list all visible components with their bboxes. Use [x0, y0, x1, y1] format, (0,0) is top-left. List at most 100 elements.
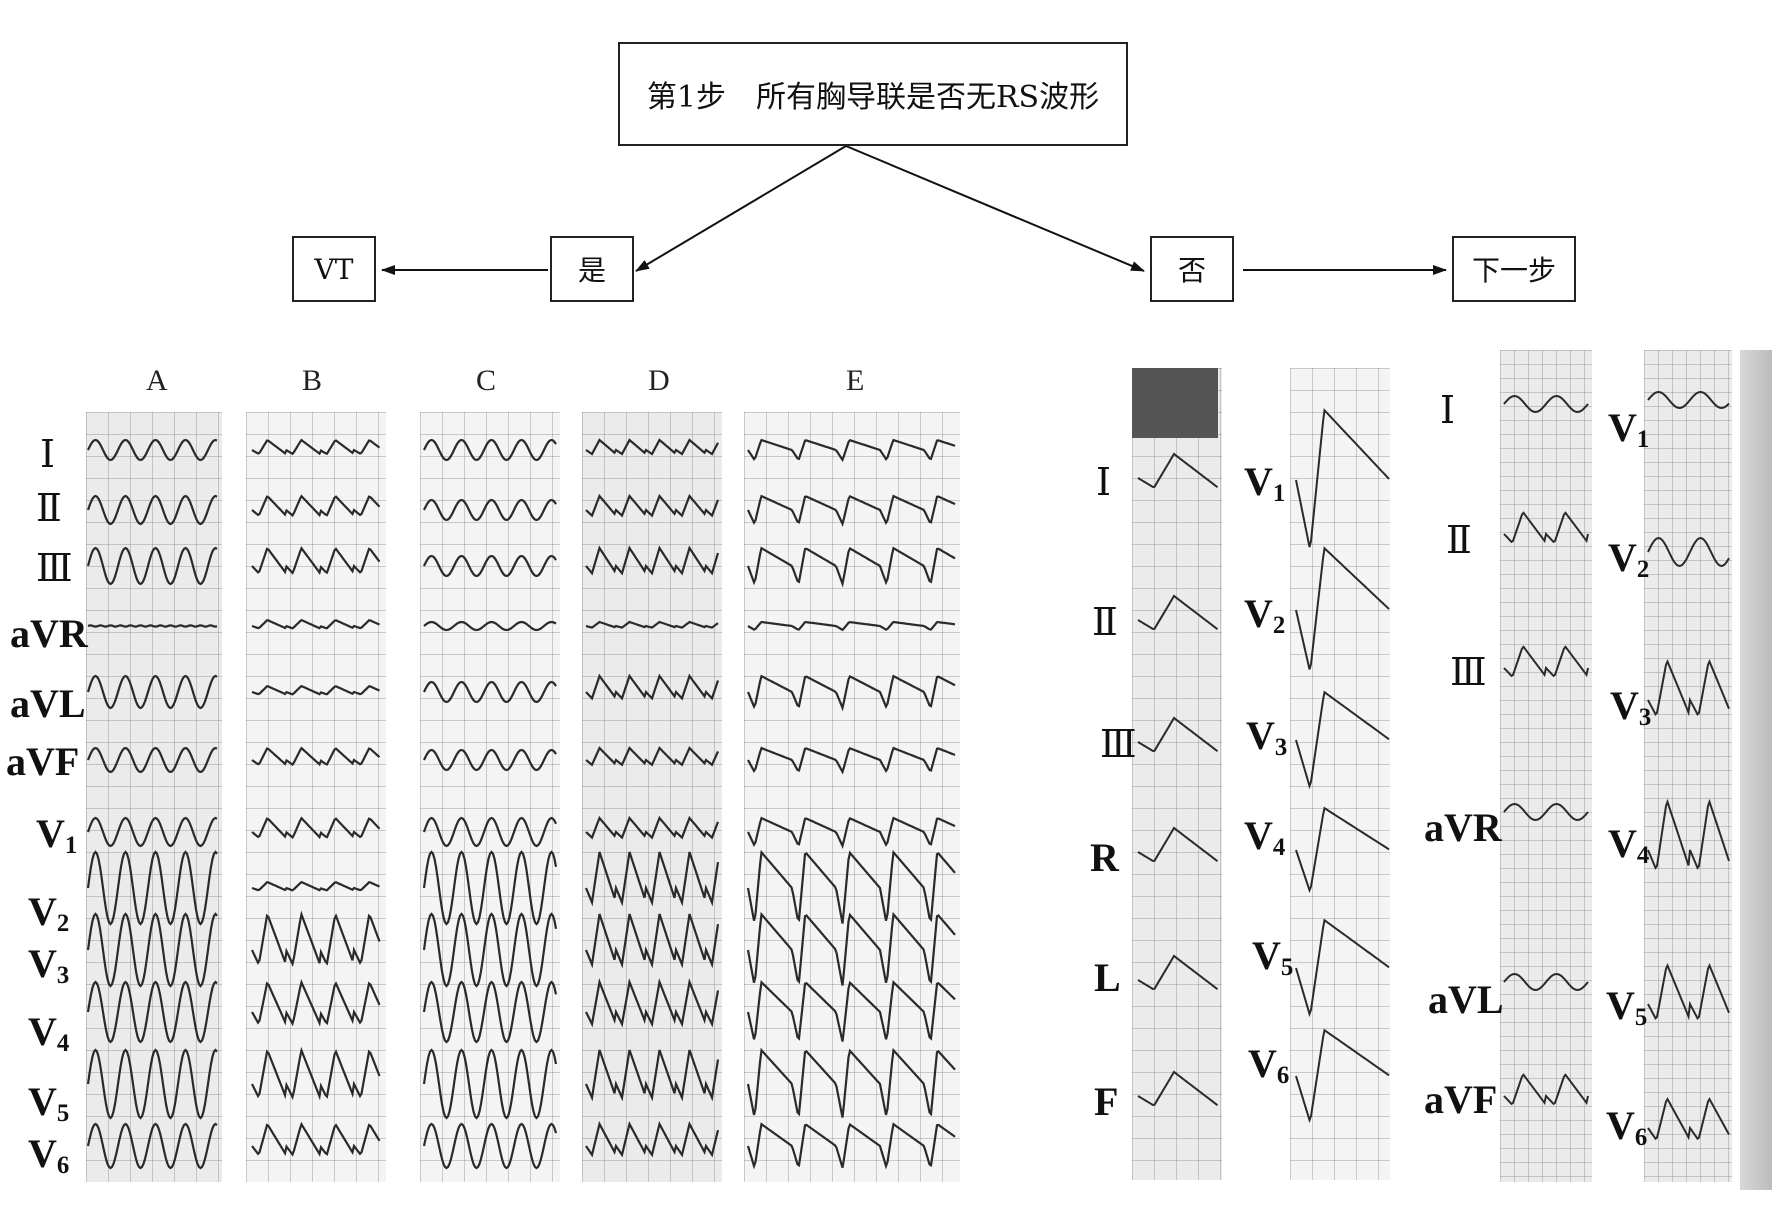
no-box: 否 — [1150, 236, 1234, 302]
left-trace-b-row-3 — [251, 546, 381, 575]
left-trace-e-row-3 — [746, 546, 956, 588]
left-trace-c-row-2 — [423, 498, 557, 522]
left-trace-b-row-8 — [251, 880, 380, 892]
column-label-d: D — [648, 364, 670, 397]
left-trace-c-row-6 — [423, 748, 557, 772]
right-limb-trace-4 — [1503, 802, 1589, 822]
left-lead-label-v3: V3 — [28, 941, 70, 990]
left-trace-a-row-9 — [86, 912, 218, 988]
left-trace-a-row-3 — [86, 546, 218, 586]
mid-lead-label-r: R — [1090, 835, 1119, 880]
left-lead-label-v1: V1 — [36, 811, 78, 860]
left-trace-e-row-10 — [746, 979, 956, 1042]
connector-step-to-no — [845, 145, 1145, 272]
left-strip-d — [582, 412, 722, 1182]
left-trace-e-row-2 — [747, 494, 956, 528]
left-lead-label-iii: Ⅲ — [36, 548, 73, 590]
right-chest-trace-5 — [1647, 962, 1730, 1021]
mid-lead-label-v4: V4 — [1244, 813, 1286, 862]
mid-lead-label-v5: V5 — [1252, 933, 1294, 982]
left-trace-a-row-11 — [86, 1048, 218, 1120]
right-lead-label-avr: aVR — [1424, 805, 1502, 850]
connector-step-to-yes — [635, 145, 847, 272]
left-trace-a-row-5 — [86, 674, 218, 710]
right-limb-trace-2 — [1503, 511, 1589, 544]
mid-lead-label-l: L — [1094, 955, 1121, 1000]
left-trace-d-row-4 — [585, 620, 719, 629]
column-label-b: B — [302, 364, 323, 397]
next-step-box-text: 下一步 — [1471, 254, 1556, 287]
mid-limb-trace-5 — [1137, 954, 1219, 991]
left-trace-d-row-2 — [585, 493, 720, 518]
left-trace-b-row-6 — [251, 746, 381, 767]
yes-box: 是 — [550, 236, 634, 302]
right-edge-shade — [1740, 350, 1772, 1190]
right-strip-chest — [1644, 350, 1732, 1182]
left-trace-c-row-1 — [423, 438, 557, 462]
mid-lead-label-v1: V1 — [1244, 459, 1286, 508]
step-box-text: 第1步 所有胸导联是否无RS波形 — [646, 80, 1100, 115]
right-lead-label-v4: V4 — [1608, 821, 1650, 870]
mid-chest-trace-4 — [1295, 806, 1390, 894]
left-trace-c-row-8 — [422, 850, 558, 926]
left-trace-a-row-10 — [86, 980, 218, 1044]
right-lead-label-iii: Ⅲ — [1450, 652, 1487, 694]
left-lead-label-avr: aVR — [10, 611, 88, 656]
left-trace-d-row-1 — [585, 438, 719, 456]
right-chest-trace-3 — [1647, 658, 1730, 717]
left-lead-label-ii: Ⅱ — [36, 488, 62, 530]
left-trace-c-row-9 — [422, 912, 558, 988]
left-trace-c-row-11 — [422, 1048, 558, 1120]
left-lead-label-v5: V5 — [28, 1079, 70, 1128]
left-trace-b-row-7 — [251, 816, 381, 840]
left-trace-a-row-1 — [87, 438, 218, 462]
mid-chest-trace-1 — [1295, 408, 1390, 548]
left-trace-d-row-6 — [585, 746, 720, 767]
left-trace-b-row-12 — [251, 1121, 381, 1157]
mid-limb-trace-2 — [1137, 594, 1219, 631]
left-trace-c-row-12 — [422, 1122, 558, 1170]
left-lead-label-v6: V6 — [28, 1131, 70, 1180]
mid-strip-header — [1132, 368, 1218, 438]
left-trace-d-row-7 — [585, 815, 720, 840]
mid-limb-trace-3 — [1137, 716, 1219, 753]
mid-chest-trace-2 — [1295, 546, 1390, 670]
left-trace-a-row-6 — [86, 746, 218, 774]
left-trace-e-row-7 — [747, 816, 956, 850]
mid-chest-trace-6 — [1295, 1028, 1390, 1124]
right-lead-label-v6: V6 — [1606, 1103, 1648, 1152]
mid-lead-label-v6: V6 — [1248, 1041, 1290, 1090]
left-trace-b-row-4 — [251, 618, 380, 630]
left-strip-e — [744, 412, 960, 1182]
left-trace-e-row-1 — [747, 438, 956, 463]
left-lead-label-avl: aVL — [10, 681, 86, 726]
right-lead-label-v1: V1 — [1608, 405, 1650, 454]
left-trace-d-row-8 — [584, 851, 720, 907]
vt-box-text: VT — [314, 252, 354, 286]
left-trace-d-row-10 — [585, 977, 720, 1028]
left-trace-c-row-10 — [422, 980, 558, 1044]
right-lead-label-ii: Ⅱ — [1446, 520, 1472, 562]
yes-box-text: 是 — [577, 254, 606, 287]
left-trace-a-row-8 — [86, 850, 218, 926]
column-label-c: C — [476, 364, 497, 397]
left-strip-a — [86, 412, 222, 1182]
left-trace-c-row-5 — [423, 680, 557, 704]
right-limb-trace-6 — [1503, 1073, 1589, 1106]
right-lead-label-v5: V5 — [1606, 983, 1648, 1032]
mid-lead-label-f: F — [1094, 1079, 1119, 1124]
step-box: 第1步 所有胸导联是否无RS波形 — [618, 42, 1128, 146]
left-trace-e-row-12 — [746, 1122, 956, 1170]
left-trace-c-row-3 — [423, 554, 557, 578]
left-trace-c-row-4 — [423, 620, 557, 632]
mid-limb-trace-6 — [1137, 1070, 1219, 1107]
right-lead-label-v2: V2 — [1608, 535, 1650, 584]
column-label-a: A — [146, 364, 168, 397]
left-trace-a-row-12 — [86, 1122, 218, 1170]
left-trace-b-row-1 — [251, 438, 381, 456]
left-trace-a-row-4 — [87, 624, 218, 628]
right-strip-limb — [1500, 350, 1592, 1182]
left-trace-a-row-7 — [86, 816, 218, 848]
